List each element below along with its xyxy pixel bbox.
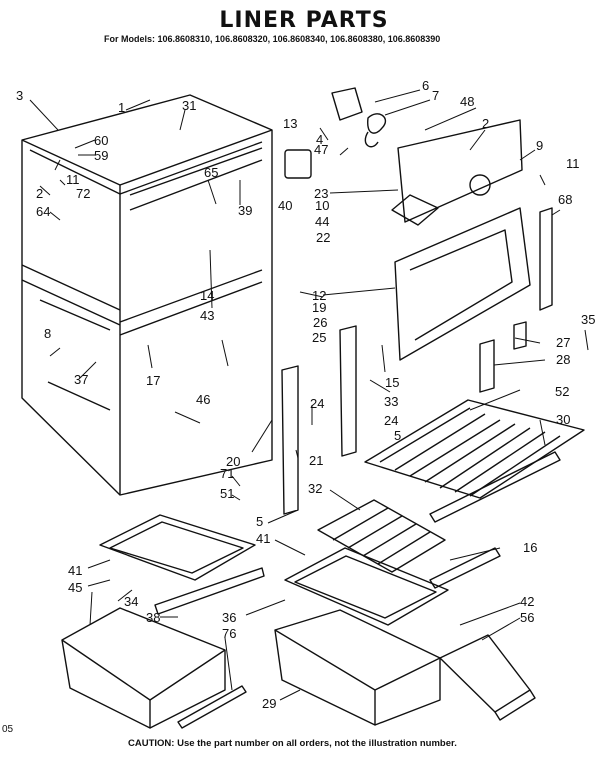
callout-56: 56 [520, 610, 534, 625]
callout-34: 34 [124, 594, 138, 609]
callout-47: 47 [314, 142, 328, 157]
callout-labels: 1 2 2 3 4 5 5 6 7 8 9 10 11 11 12 13 14 … [16, 78, 595, 711]
callout-46: 46 [196, 392, 210, 407]
callout-28: 28 [556, 352, 570, 367]
trim-strip [429, 547, 501, 589]
callout-2: 2 [36, 186, 43, 201]
callout-44: 44 [315, 214, 329, 229]
callout-14: 14 [200, 288, 214, 303]
callout-26: 26 [313, 315, 327, 330]
callout-37: 37 [74, 372, 88, 387]
callout-5: 5 [256, 514, 263, 529]
callout-39: 39 [238, 203, 252, 218]
callout-11: 11 [66, 172, 80, 187]
leader-lines [29, 89, 589, 701]
callout-64: 64 [36, 204, 50, 219]
callout-10: 10 [315, 198, 329, 213]
callout-24: 24 [310, 396, 324, 411]
callout-41: 41 [68, 563, 82, 578]
crisper-cover-strip [177, 685, 247, 729]
callout-41b: 41 [256, 531, 270, 546]
callout-8: 8 [44, 326, 51, 341]
callout-68: 68 [558, 192, 572, 207]
callout-51: 51 [220, 486, 234, 501]
crisper-drawer-right [274, 609, 441, 726]
callout-19: 19 [312, 300, 326, 315]
callout-23: 23 [314, 186, 328, 201]
dairy-bin [439, 634, 536, 721]
callout-24b: 24 [384, 413, 398, 428]
callout-3: 3 [16, 88, 23, 103]
wire-shelf [364, 399, 585, 523]
callout-1: 1 [118, 100, 125, 115]
callout-4: 4 [316, 132, 323, 147]
callout-25: 25 [312, 330, 326, 345]
liner-cabinet [21, 94, 273, 496]
callout-60: 60 [94, 133, 108, 148]
callout-65: 65 [204, 165, 218, 180]
callout-33: 33 [384, 394, 398, 409]
callout-30: 30 [556, 412, 570, 427]
callout-5b: 5 [394, 428, 401, 443]
callout-43: 43 [200, 308, 214, 323]
glass-shelf-right [284, 547, 449, 626]
callout-72: 72 [76, 186, 90, 201]
callout-7: 7 [432, 88, 439, 103]
callout-76: 76 [222, 626, 236, 641]
callout-9: 9 [536, 138, 543, 153]
callout-29: 29 [262, 696, 276, 711]
callout-52: 52 [555, 384, 569, 399]
callout-35: 35 [581, 312, 595, 327]
crisper-drawer-left [61, 607, 226, 729]
glass-shelf-left [99, 514, 265, 615]
callout-21: 21 [309, 453, 323, 468]
callout-31: 31 [182, 98, 196, 113]
callout-13: 13 [283, 116, 297, 131]
caution-note: CAUTION: Use the part number on all orde… [128, 738, 457, 749]
diagram-title: LINER PARTS [219, 8, 389, 33]
callout-45: 45 [68, 580, 82, 595]
fan-motor [331, 87, 387, 148]
callout-32: 32 [308, 481, 322, 496]
callout-22: 22 [316, 230, 330, 245]
callout-17: 17 [146, 373, 160, 388]
callout-40: 40 [278, 198, 292, 213]
callout-48: 48 [460, 94, 474, 109]
callout-15: 15 [385, 375, 399, 390]
callout-71: 71 [220, 466, 234, 481]
callout-6: 6 [422, 78, 429, 93]
callout-27: 27 [556, 335, 570, 350]
callout-11b: 11 [566, 156, 580, 171]
model-numbers: For Models: 106.8608310, 106.8608320, 10… [104, 34, 441, 44]
callout-12: 12 [312, 288, 326, 303]
callout-2b: 2 [482, 116, 489, 131]
light-shield [284, 149, 312, 179]
callout-36: 36 [222, 610, 236, 625]
callout-38: 38 [146, 610, 160, 625]
callout-20: 20 [226, 454, 240, 469]
callout-42: 42 [520, 594, 534, 609]
callout-16: 16 [523, 540, 537, 555]
evaporator-cover [391, 119, 553, 361]
page-code: 05 [2, 724, 14, 735]
callout-59: 59 [94, 148, 108, 163]
small-wire-shelf [317, 499, 446, 573]
